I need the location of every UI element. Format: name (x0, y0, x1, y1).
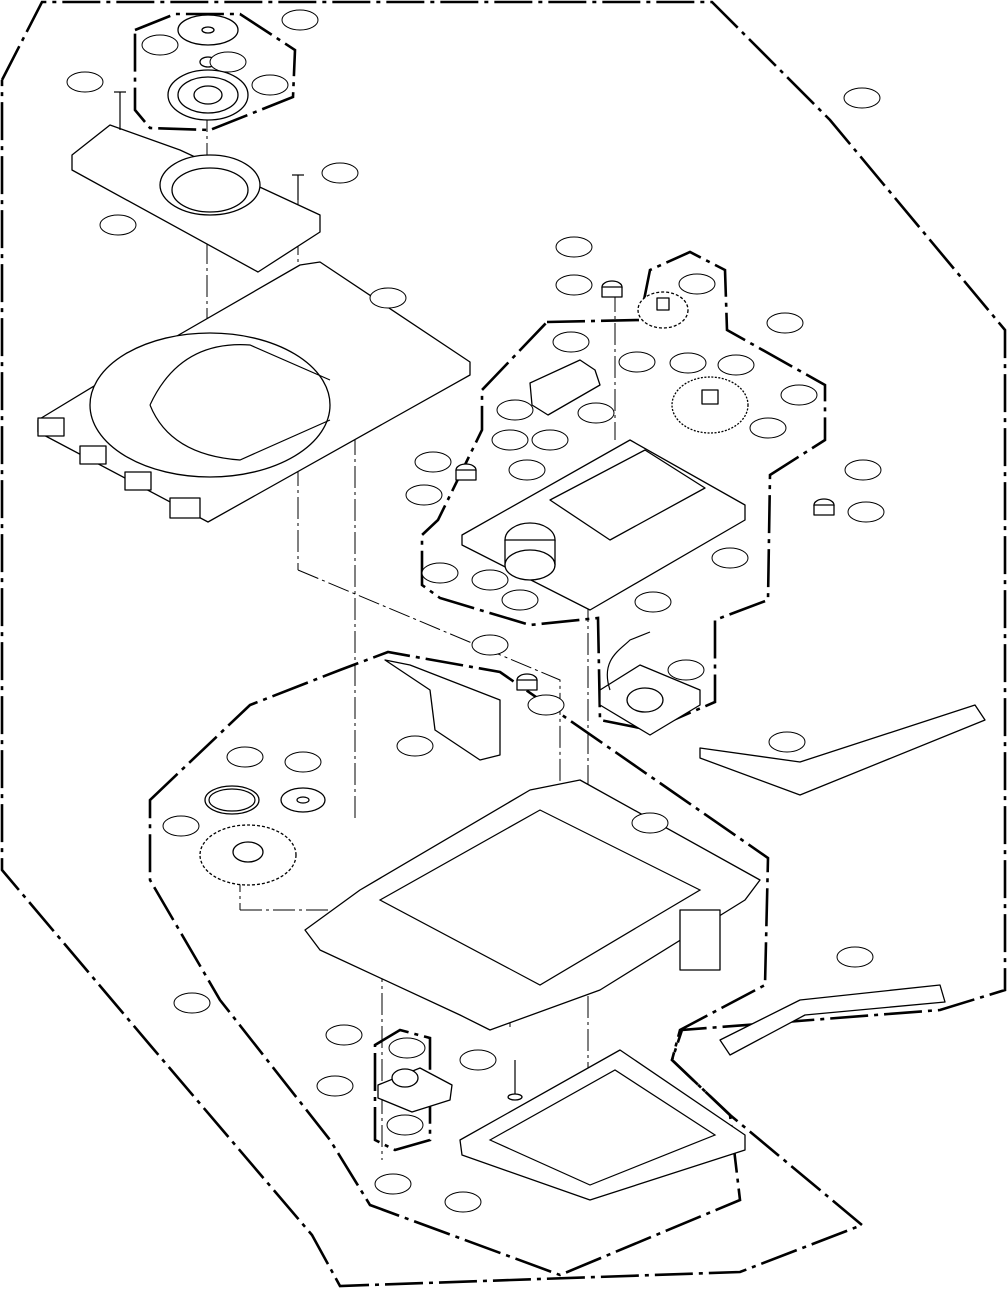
callout-balloon (768, 731, 806, 753)
callout-balloon (369, 287, 407, 309)
screw (114, 91, 126, 130)
turntable-subassembly-boundary (133, 12, 297, 132)
callout-balloon (491, 429, 529, 451)
callout-balloon (471, 634, 509, 656)
clamper-plate (177, 14, 239, 46)
flat-cable (699, 704, 986, 796)
callout-balloon (374, 1173, 412, 1195)
callout-balloon (173, 992, 211, 1014)
callout-balloon (843, 87, 881, 109)
loading-motor-assembly (377, 1067, 453, 1113)
callout-balloon (678, 273, 716, 295)
clamper-holder (71, 124, 321, 273)
callout-balloon (162, 815, 200, 837)
callout-balloon (251, 74, 289, 96)
callout-balloon (836, 946, 874, 968)
callout-balloon (226, 746, 264, 768)
cam-gear (199, 824, 297, 886)
callout-balloon (669, 352, 707, 374)
callout-balloon (531, 429, 569, 451)
callout-balloon (844, 459, 882, 481)
main-chassis-frame (304, 779, 761, 1031)
callout-balloon (508, 459, 546, 481)
callout-balloon (711, 547, 749, 569)
bottom-cover (459, 1049, 746, 1201)
callout-balloon (141, 34, 179, 56)
bushing (813, 498, 835, 516)
callout-balloon (555, 236, 593, 258)
callout-balloon (459, 1049, 497, 1071)
turntable-disc (167, 69, 249, 121)
callout-balloon (471, 569, 509, 591)
callout-balloon (284, 751, 322, 773)
callout-balloon (66, 71, 104, 93)
callout-balloon (577, 402, 615, 424)
callout-balloon (209, 51, 247, 73)
callout-balloon (552, 331, 590, 353)
pickup-mechanism-boundary (420, 250, 827, 732)
rack-gear (529, 359, 601, 416)
tray-base-boundary (148, 650, 770, 1277)
spindle-motor (504, 522, 556, 581)
callout-balloon (388, 1037, 426, 1059)
motor-subassembly-boundary (373, 1028, 432, 1152)
callout-balloon (780, 384, 818, 406)
callout-balloon (618, 351, 656, 373)
callout-balloon (316, 1075, 354, 1097)
callout-balloon (99, 214, 137, 236)
callout-balloon (631, 812, 669, 834)
callout-balloon (396, 735, 434, 757)
callout-balloon (496, 399, 534, 421)
callout-balloon (501, 589, 539, 611)
callout-balloon (667, 659, 705, 681)
callout-group (66, 9, 885, 1213)
callout-balloon (717, 354, 755, 376)
callout-balloon (414, 451, 452, 473)
bushing (516, 673, 538, 691)
belt (204, 785, 260, 815)
screw (507, 1060, 523, 1101)
drive-gear (671, 376, 749, 434)
callout-balloon (527, 694, 565, 716)
bushing (601, 280, 623, 298)
loading-slider (384, 659, 501, 761)
callout-balloon (847, 501, 885, 523)
callout-balloon (421, 562, 459, 584)
callout-balloon (749, 417, 787, 439)
flat-cable (719, 984, 946, 1056)
bushing (455, 463, 477, 481)
callout-balloon (325, 1024, 363, 1046)
pulley (280, 787, 326, 813)
callout-balloon (281, 9, 319, 31)
sled-motor-assembly (599, 631, 701, 736)
callout-balloon (444, 1191, 482, 1213)
screw (292, 174, 304, 200)
callout-balloon (555, 274, 593, 296)
callout-balloon (766, 312, 804, 334)
callout-balloon (386, 1114, 424, 1136)
callout-balloon (634, 591, 672, 613)
callout-balloon (405, 484, 443, 506)
callout-balloon (321, 162, 359, 184)
disc-tray (37, 261, 471, 523)
small-gear (637, 291, 689, 329)
